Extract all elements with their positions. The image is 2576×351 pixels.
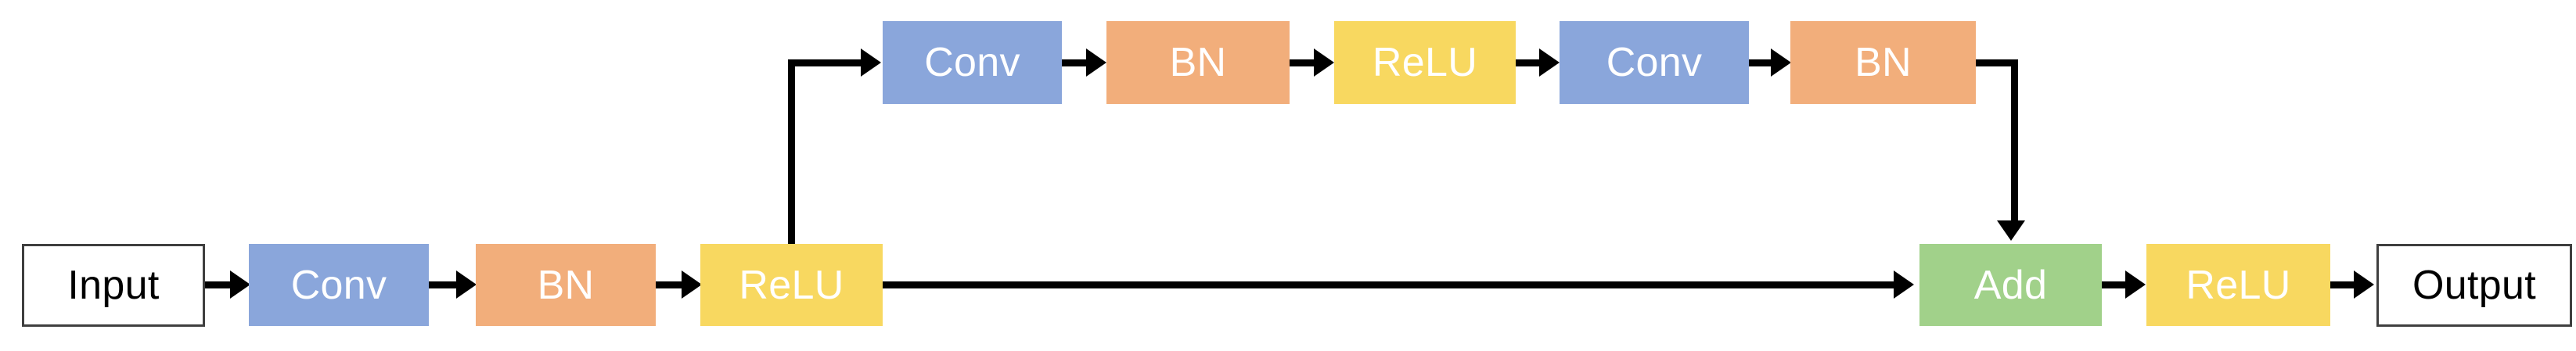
edge-bn1-relu1-arrowhead	[682, 270, 702, 299]
edge-relu2-conv3-arrowhead	[1539, 48, 1560, 77]
node-input-label: Input	[67, 263, 160, 308]
edge-relu2-conv3-line	[1516, 59, 1541, 66]
edge-conv3-bn3-arrowhead	[1771, 48, 1791, 77]
node-bn-3[interactable]: BN	[1790, 21, 1976, 104]
edge-conv3-bn3-line	[1749, 59, 1773, 66]
node-conv-2[interactable]: Conv	[883, 21, 1062, 104]
node-input[interactable]: Input	[22, 244, 205, 327]
edge-bn3-add-vertical	[2011, 59, 2018, 222]
edge-conv2-bn2-line	[1062, 59, 1088, 66]
node-relu-1-label: ReLU	[739, 262, 844, 308]
node-conv-1-label: Conv	[290, 262, 387, 308]
node-relu-3[interactable]: ReLU	[2146, 244, 2330, 326]
node-conv-1[interactable]: Conv	[249, 244, 429, 326]
node-bn-1[interactable]: BN	[476, 244, 656, 326]
edge-bn3-add-horizontal	[1966, 59, 2018, 66]
node-output[interactable]: Output	[2376, 244, 2572, 327]
edge-add-relu3-arrowhead	[2125, 270, 2146, 299]
edge-relu1-conv2-vertical	[788, 62, 795, 247]
edge-bn3-add-arrowhead	[1997, 220, 2025, 241]
edge-bn2-relu2-arrowhead	[1314, 48, 1334, 77]
node-conv-3-label: Conv	[1606, 40, 1703, 85]
edge-relu3-output-line	[2330, 281, 2355, 288]
node-add-label: Add	[1973, 262, 2048, 308]
edge-add-relu3-line	[2102, 281, 2128, 288]
node-conv-2-label: Conv	[924, 40, 1020, 85]
node-relu-2-label: ReLU	[1372, 40, 1478, 85]
node-relu-2[interactable]: ReLU	[1334, 21, 1516, 104]
edge-relu1-conv2-horizontal	[788, 59, 865, 66]
edge-input-conv1-arrowhead	[230, 270, 250, 299]
edge-relu1-conv2-arrowhead	[861, 48, 881, 77]
edge-conv2-bn2-arrowhead	[1086, 48, 1106, 77]
node-bn-2-label: BN	[1169, 40, 1227, 85]
node-bn-3-label: BN	[1855, 40, 1912, 85]
edge-skip-connection-line	[883, 281, 1896, 288]
node-relu-3-label: ReLU	[2186, 262, 2291, 308]
edge-skip-connection-arrowhead	[1894, 270, 1914, 299]
edge-bn2-relu2-line	[1290, 59, 1315, 66]
node-bn-1-label: BN	[537, 262, 595, 308]
node-bn-2[interactable]: BN	[1106, 21, 1290, 104]
edge-bn1-relu1-line	[656, 281, 683, 288]
edge-input-conv1-line	[205, 281, 232, 288]
node-relu-1[interactable]: ReLU	[700, 244, 883, 326]
edge-relu3-output-arrowhead	[2354, 270, 2374, 299]
node-conv-3[interactable]: Conv	[1560, 21, 1749, 104]
edge-conv1-bn1-arrowhead	[456, 270, 477, 299]
edge-conv1-bn1-line	[429, 281, 457, 288]
node-add[interactable]: Add	[1919, 244, 2102, 326]
node-output-label: Output	[2412, 263, 2536, 308]
